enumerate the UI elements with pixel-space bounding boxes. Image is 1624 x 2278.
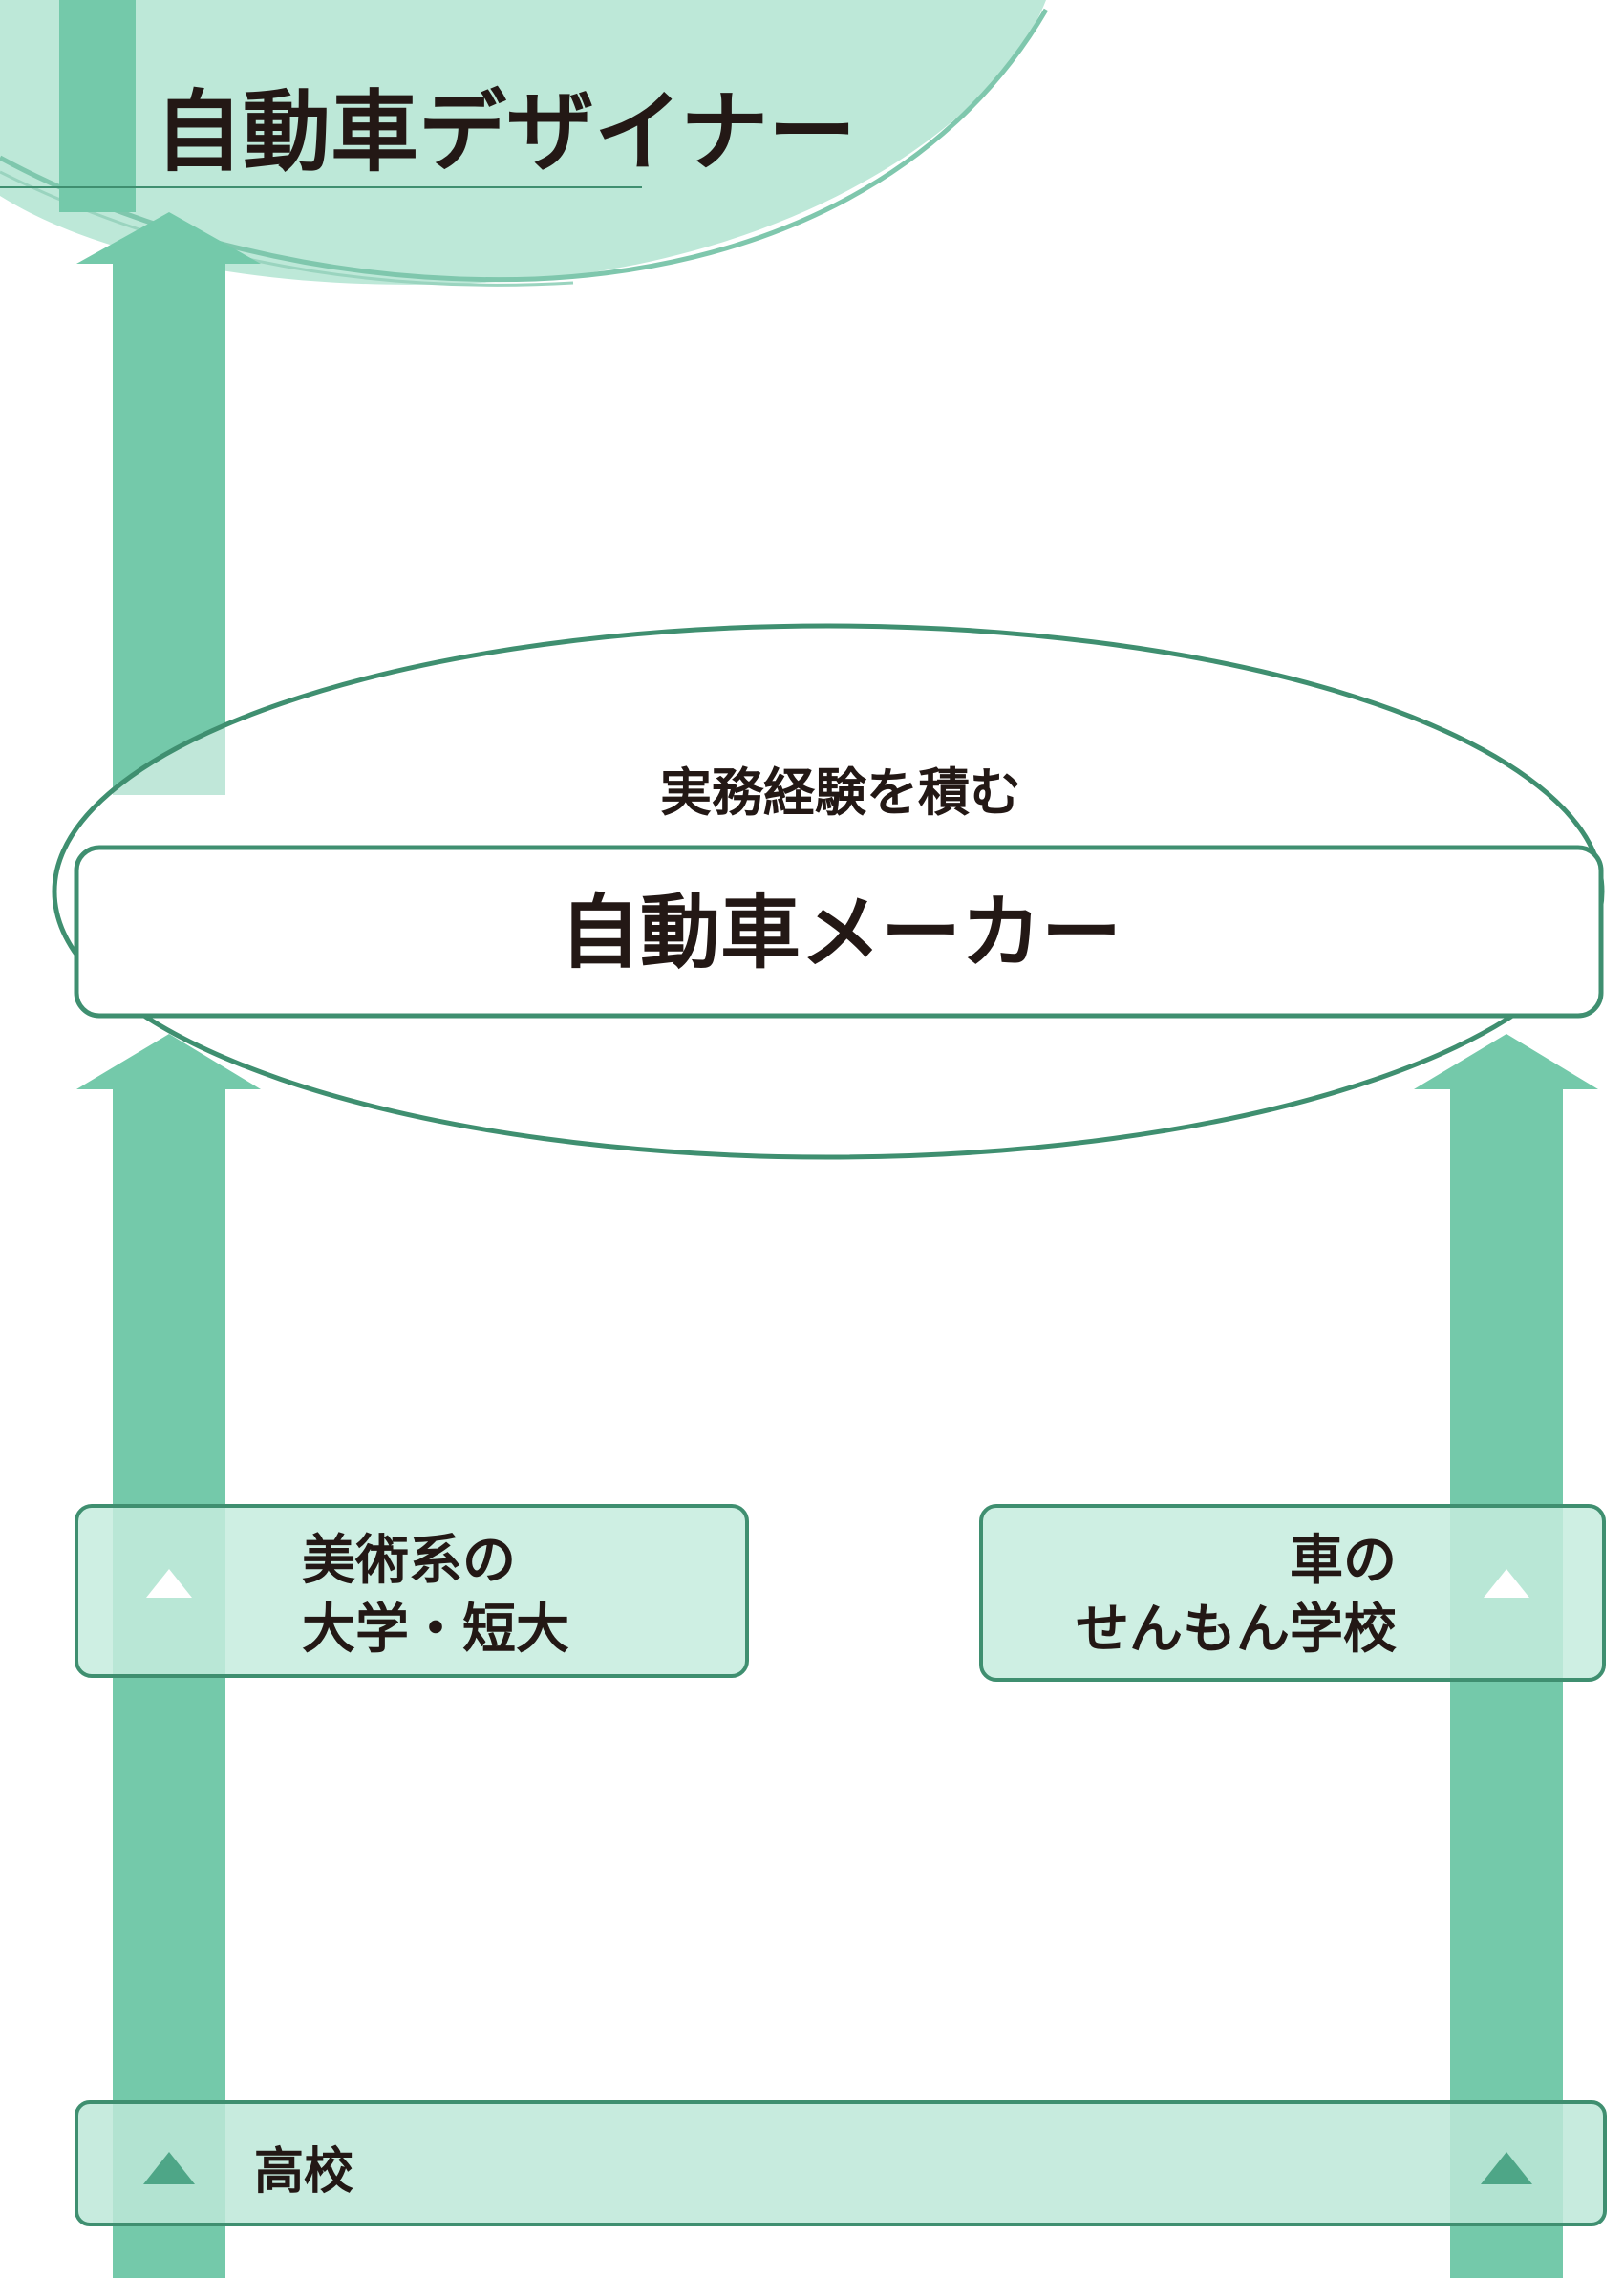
maker-caption: 実務経験を積む (660, 763, 1021, 823)
maker-label: 自動車メーカー (560, 886, 1122, 979)
title-backdrop-arc (0, 0, 1046, 285)
left-upper-arrow-head (76, 212, 261, 264)
high-school-left-triangle-icon (143, 2152, 195, 2184)
art-university-line1: 美術系の (302, 1530, 516, 1592)
title-backdrop-brush-stroke (0, 8, 1049, 283)
high-school-label: 高校 (254, 2143, 353, 2201)
car-school-line1: 車の (1290, 1530, 1397, 1592)
left-upper-arrow-shaft (113, 260, 225, 795)
maker-box (74, 845, 1604, 1019)
high-school-box (75, 2100, 1607, 2226)
art-university-line2: 大学・短大 (302, 1599, 569, 1661)
art-university-triangle-icon (146, 1569, 192, 1598)
left-lower-arrow-shaft (113, 1085, 225, 2278)
car-school-box (979, 1504, 1606, 1682)
left-lower-arrow-head (76, 1034, 261, 1089)
car-school-triangle-icon (1484, 1569, 1529, 1598)
page-title: 自動車デザイナー (155, 80, 856, 183)
title-accent-bar (59, 0, 136, 212)
high-school-right-triangle-icon (1481, 2152, 1532, 2184)
car-school-line2: せんもん学校 (1076, 1599, 1397, 1661)
art-university-box (75, 1504, 749, 1678)
right-lower-arrow-head (1414, 1034, 1598, 1089)
